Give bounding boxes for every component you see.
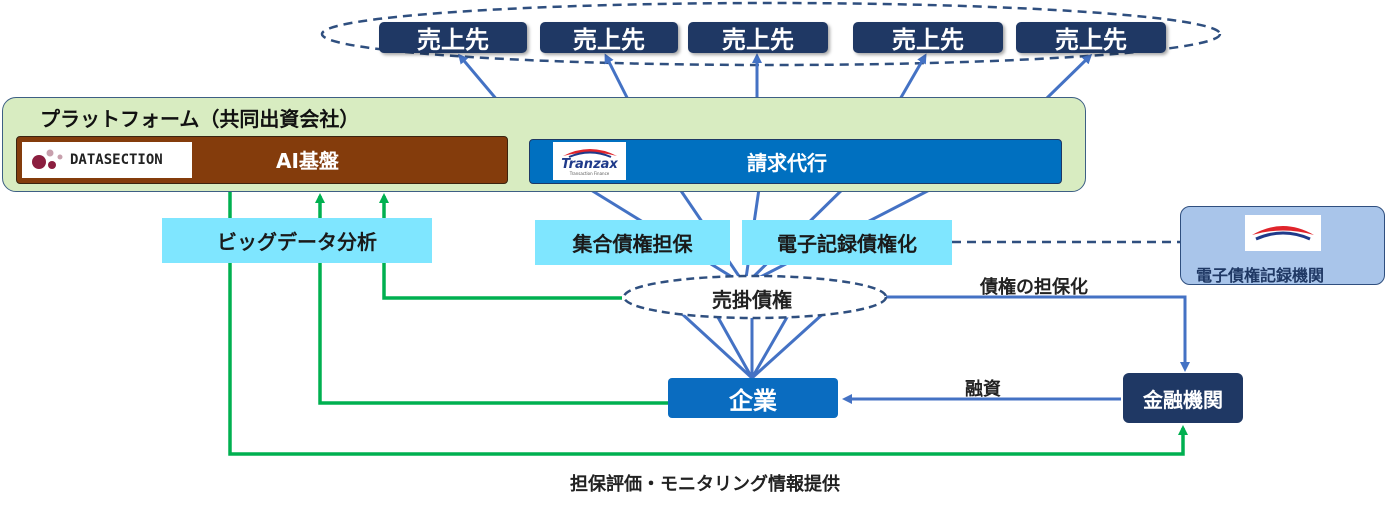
registry-logo xyxy=(1245,215,1321,251)
ai-platform-label: AI基盤 xyxy=(276,149,339,173)
customer-box-5: 売上先 xyxy=(1016,22,1166,54)
bigdata-analysis-label: ビッグデータ分析 xyxy=(162,218,432,263)
tranzax-swoosh-icon xyxy=(562,149,617,158)
registry-label: 電子債権記録機関 xyxy=(1196,266,1325,285)
datasection-logo: DATASECTION xyxy=(22,142,192,178)
receivables-ellipse xyxy=(622,274,888,320)
customers-group-ellipse xyxy=(320,1,1222,67)
tranzax-logo-text: Tranzax xyxy=(561,157,618,172)
customer-box-3: 売上先 xyxy=(688,22,828,54)
company-fan-2 xyxy=(713,311,754,379)
datasection-dots-icon xyxy=(32,149,63,169)
customer-box-4: 売上先 xyxy=(853,22,1003,54)
collective-collateral-text: 集合債権担保 xyxy=(572,232,693,256)
bigdata-analysis-text: ビッグデータ分析 xyxy=(217,230,377,254)
company-fan-4 xyxy=(750,311,792,379)
electronic-conversion-label: 電子記録債権化 xyxy=(742,220,952,265)
customer-label-4: 売上先 xyxy=(892,26,964,54)
bank-box: 金融機関 xyxy=(1123,373,1243,423)
registry-swoosh-icon xyxy=(1252,226,1314,241)
customer-box-1: 売上先 xyxy=(379,22,527,54)
green-ai-to-bank xyxy=(228,190,1188,456)
monitoring-label: 担保評価・モニタリング情報提供 xyxy=(570,474,840,495)
billing-agent-label: 請求代行 xyxy=(747,151,827,175)
tranzax-logo-subtext: Transaction Finance xyxy=(569,171,610,176)
company-box: 企業 xyxy=(668,378,838,418)
company-fan-5 xyxy=(750,310,827,380)
bank-label: 金融機関 xyxy=(1143,387,1223,412)
green-company-to-ai xyxy=(315,193,668,405)
electronic-conversion-text: 電子記録債権化 xyxy=(777,232,917,256)
collateral-arrow xyxy=(885,295,1190,372)
customer-label-1: 売上先 xyxy=(417,26,489,54)
receivables-label: 売掛債権 xyxy=(712,288,792,312)
customer-label-2: 売上先 xyxy=(573,26,645,54)
customer-box-2: 売上先 xyxy=(540,22,678,54)
company-fan-1 xyxy=(678,310,754,380)
customer-label-3: 売上先 xyxy=(722,26,794,54)
financing-label: 融資 xyxy=(965,379,1001,400)
platform-title: プラットフォーム（共同出資会社） xyxy=(40,107,360,131)
collective-collateral-label: 集合債権担保 xyxy=(535,220,730,265)
tranzax-logo: Tranzax Transaction Finance xyxy=(553,142,626,180)
collateralization-label: 債権の担保化 xyxy=(980,277,1088,298)
company-label: 企業 xyxy=(729,386,777,415)
customer-label-5: 売上先 xyxy=(1055,26,1127,54)
datasection-logo-text: DATASECTION xyxy=(70,152,163,168)
